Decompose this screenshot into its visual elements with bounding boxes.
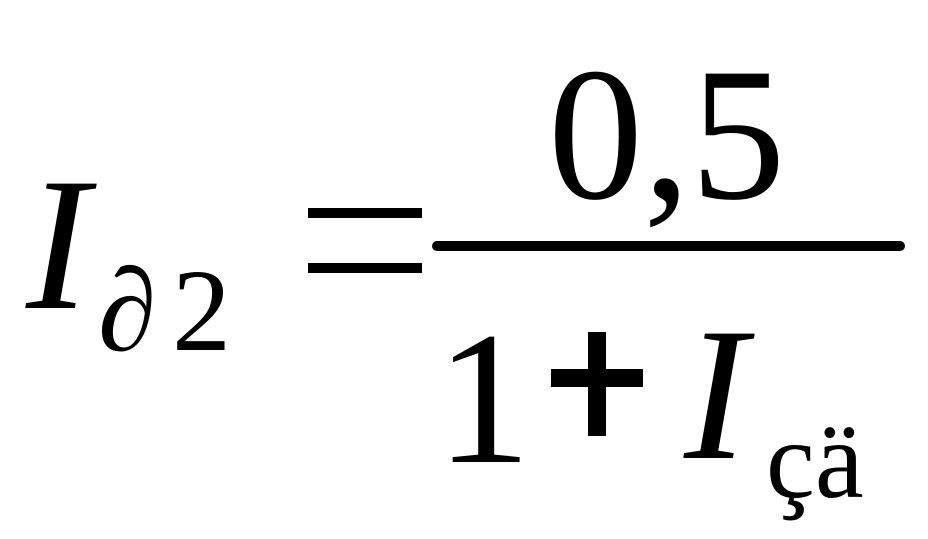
denominator-constant: 1 [436,294,531,504]
fraction-bar [432,241,905,251]
lhs-subscript-number: 2 [172,245,231,376]
denominator-subscript: çä [766,399,864,521]
lhs-subscript-symbol: ∂ [98,245,157,376]
fraction-numerator: 0,5 [548,30,786,240]
plus-sign-vertical [588,332,606,436]
denominator-variable: I [684,290,748,500]
equals-sign-top-bar [308,208,422,218]
equals-sign-bottom-bar [308,263,422,273]
lhs-variable: I [26,140,90,350]
